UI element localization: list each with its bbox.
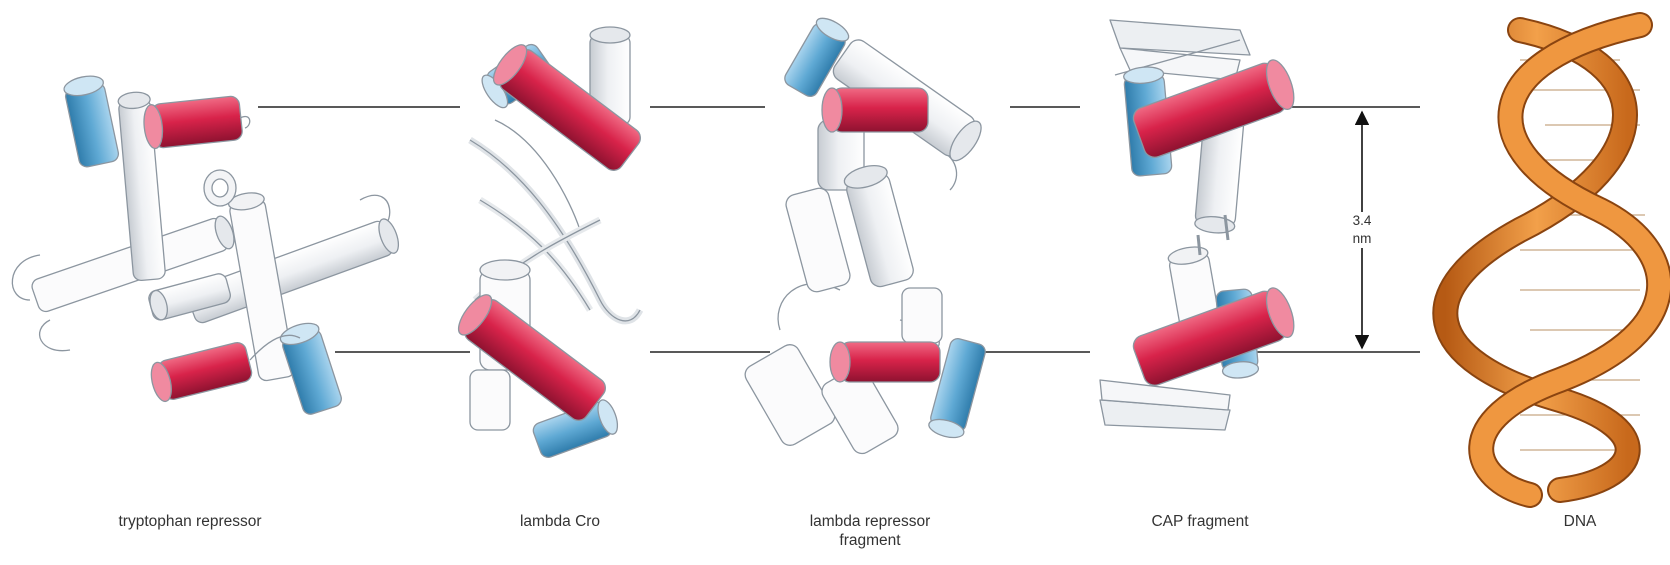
- distance-label: 3.4 nm: [1340, 212, 1384, 248]
- tryptophan-repressor-structure: [12, 73, 402, 416]
- caption-lambda-repressor-fragment: lambda repressor fragment: [760, 512, 980, 550]
- lambda-repressor-structure: [742, 14, 988, 457]
- lambda-cro-structure: [453, 27, 645, 460]
- dna-double-helix: [1445, 25, 1659, 495]
- caption-lambda-repressor-line2: fragment: [760, 531, 980, 550]
- caption-tryptophan-repressor: tryptophan repressor: [50, 512, 330, 531]
- caption-lambda-repressor-line1: lambda repressor: [760, 512, 980, 531]
- cap-fragment-structure: [1100, 20, 1299, 430]
- distance-unit: nm: [1340, 230, 1384, 248]
- caption-cap-fragment: CAP fragment: [1100, 512, 1300, 531]
- caption-lambda-cro: lambda Cro: [460, 512, 660, 531]
- distance-value: 3.4: [1340, 212, 1384, 230]
- caption-dna: DNA: [1530, 512, 1630, 531]
